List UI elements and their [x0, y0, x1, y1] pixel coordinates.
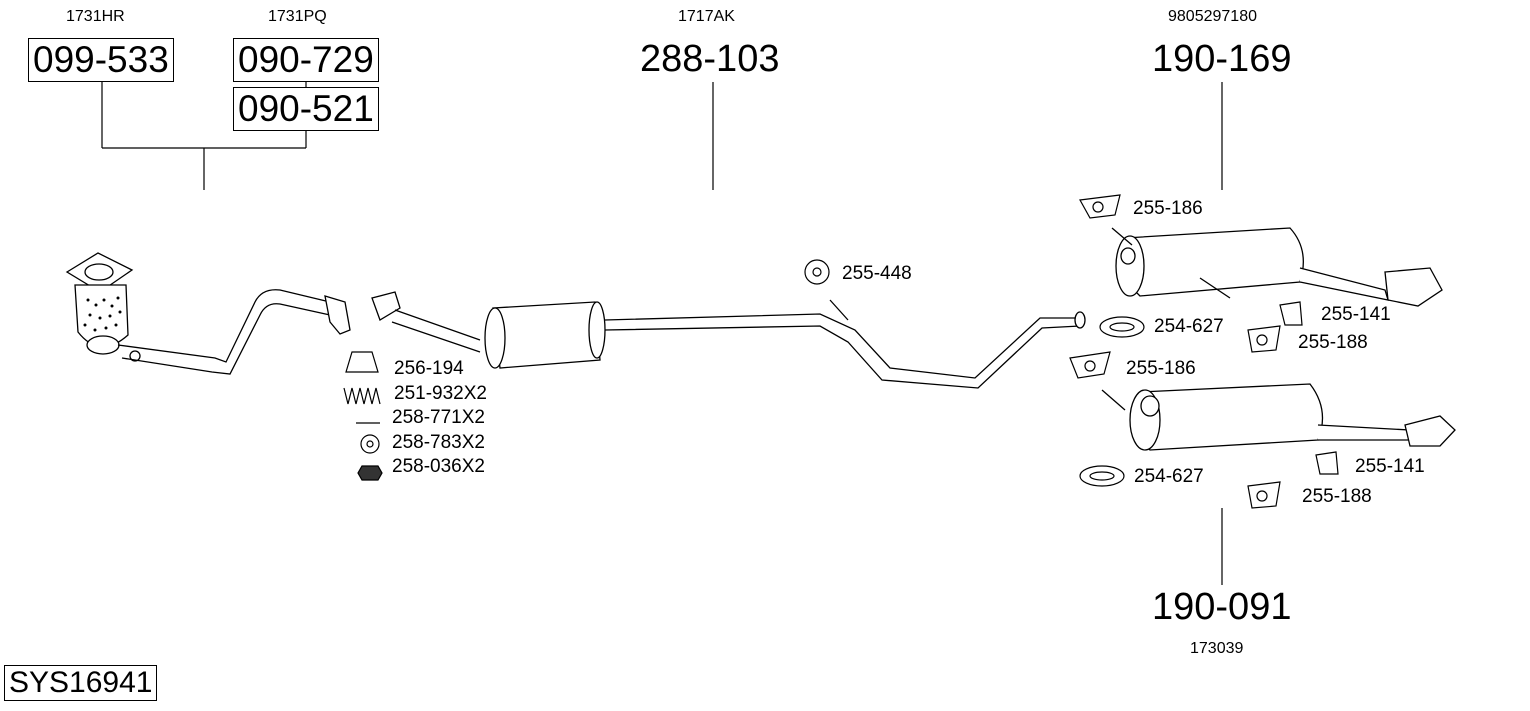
fitting-label[interactable]: 255-141: [1355, 456, 1425, 477]
middle-silencer: [484, 299, 1086, 389]
hanger-icons: [804, 194, 1339, 509]
fitting-label[interactable]: 256-194: [394, 358, 464, 379]
fitting-label[interactable]: 251-932X2: [394, 383, 487, 404]
fitting-label[interactable]: 255-186: [1133, 198, 1203, 219]
part-099-533[interactable]: 099-533: [28, 38, 174, 82]
fitting-label[interactable]: 258-783X2: [392, 432, 485, 453]
catalyst-part: [65, 252, 141, 362]
part-090-521[interactable]: 090-521: [233, 87, 379, 131]
middle-code: 1717AK: [678, 8, 735, 25]
part-090-729[interactable]: 090-729: [233, 38, 379, 82]
cat2-code: 1731PQ: [268, 8, 327, 25]
fitting-label[interactable]: 254-627: [1154, 316, 1224, 337]
part-190-169[interactable]: 190-169: [1152, 38, 1292, 80]
front-pipe: [117, 289, 481, 375]
system-code: SYS16941: [4, 665, 158, 701]
fitting-label[interactable]: 255-186: [1126, 358, 1196, 379]
fitting-label[interactable]: 258-771X2: [392, 407, 485, 428]
rear-silencer-upper: [1111, 227, 1443, 307]
fitting-label[interactable]: 258-036X2: [392, 456, 485, 477]
part-190-091[interactable]: 190-091: [1152, 586, 1292, 628]
rear-lower-code: 173039: [1190, 640, 1244, 657]
fitting-label[interactable]: 255-188: [1298, 332, 1368, 353]
rear-silencer-lower: [1101, 383, 1456, 451]
cat1-code: 1731HR: [66, 8, 125, 25]
fitting-label[interactable]: 255-141: [1321, 304, 1391, 325]
fitting-icons-left: [343, 351, 383, 481]
fitting-label[interactable]: 255-448: [842, 263, 912, 284]
fitting-label[interactable]: 254-627: [1134, 466, 1204, 487]
fitting-label[interactable]: 255-188: [1302, 486, 1372, 507]
rear-upper-code: 9805297180: [1168, 8, 1257, 25]
part-288-103[interactable]: 288-103: [640, 38, 780, 80]
